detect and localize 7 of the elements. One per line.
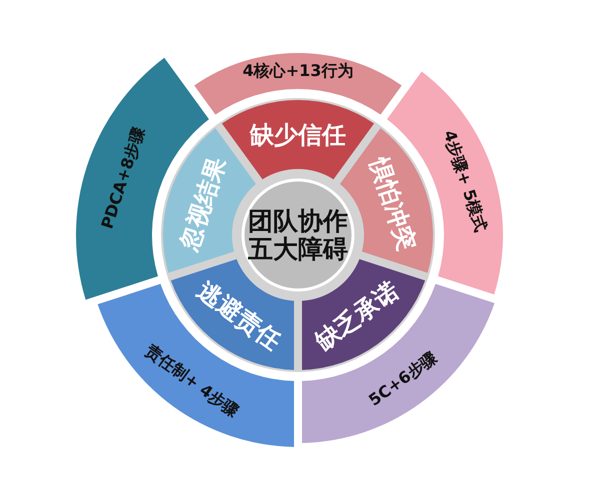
- segment-label: 4核心+13行为: [242, 62, 354, 80]
- segment-label: 4步骤+ 5模式: [440, 128, 490, 234]
- segment-label: 缺少信任: [250, 122, 346, 148]
- segment-label: 惧怕冲突: [366, 154, 420, 254]
- center-title: 团队协作五大障碍: [247, 208, 349, 262]
- segment-label: 缺乏承诺: [310, 277, 404, 355]
- segment-label: 忽视结果: [176, 154, 230, 254]
